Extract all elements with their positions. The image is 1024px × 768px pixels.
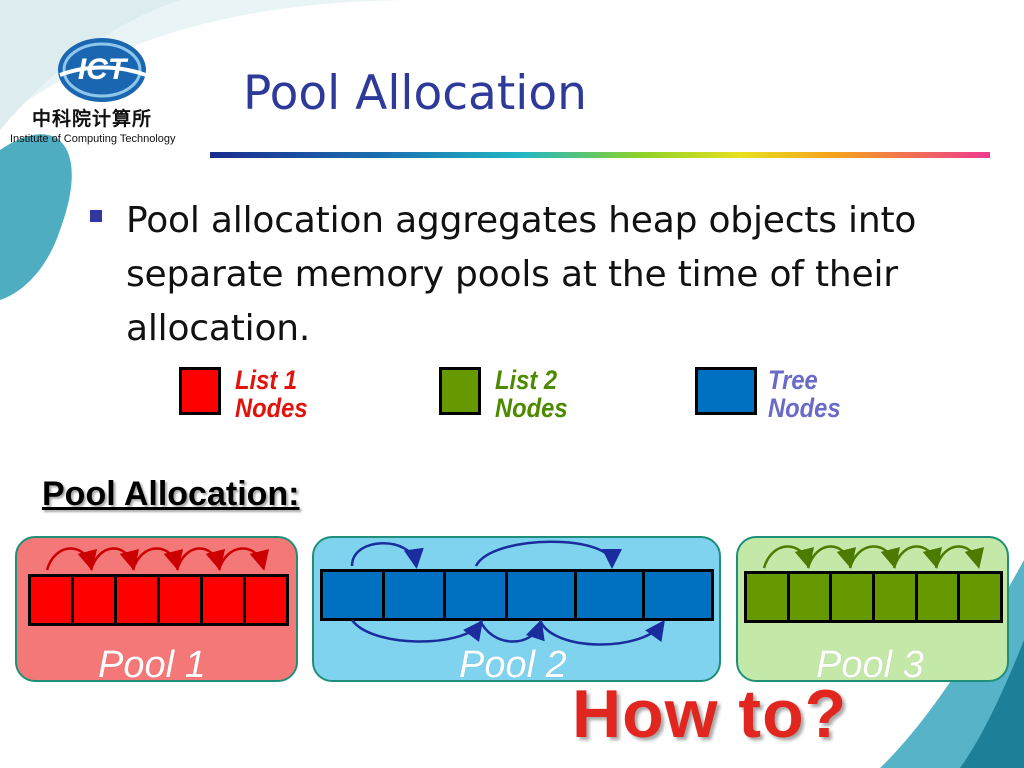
logo-english-name: Institute of Computing Technology — [10, 133, 176, 145]
pool-3-arrows — [762, 545, 985, 569]
pool-cell — [384, 572, 447, 618]
ict-logo-icon: ICT — [58, 38, 147, 102]
pool-2-label: Pool 2 — [459, 644, 567, 686]
pool-cell — [789, 574, 833, 620]
bullet-marker-icon — [90, 210, 102, 222]
pool-cell — [31, 577, 74, 623]
pool-cell — [645, 572, 711, 618]
pool-cell — [246, 577, 286, 623]
pool-cell — [446, 572, 508, 618]
pool-cell — [960, 574, 1001, 620]
pool-cell — [507, 572, 577, 618]
pool-cell — [323, 572, 385, 618]
pool-2-cells — [320, 569, 714, 621]
pool-3-container: Pool 3 — [736, 536, 1009, 686]
pool-cell — [74, 577, 117, 623]
legend-swatch-tree — [695, 367, 757, 415]
logo-badge: ICT — [78, 53, 129, 86]
pool-cell — [832, 574, 876, 620]
logo-chinese-name: 中科院计算所 — [32, 108, 153, 130]
legend-swatch-list2 — [439, 367, 481, 415]
pool-3-label: Pool 3 — [816, 644, 924, 686]
slide-title: Pool Allocation — [243, 66, 587, 121]
legend-swatch-list1 — [179, 367, 221, 415]
pool-cell — [160, 577, 203, 623]
pool-1-cells — [28, 574, 289, 626]
pool-cell — [117, 577, 160, 623]
pool-cell — [875, 574, 918, 620]
pool-cell — [203, 577, 246, 623]
pool-cell — [917, 574, 961, 620]
bullet-text: Pool allocation aggregates heap objects … — [126, 200, 917, 349]
pool-3-cells — [744, 571, 1003, 623]
pool-2-container: Pool 2 — [312, 536, 721, 686]
pool-cell — [576, 572, 646, 618]
pool-1-label: Pool 1 — [98, 644, 206, 686]
section-heading: Pool Allocation: — [42, 475, 300, 513]
pool-1-container: Pool 1 — [15, 536, 298, 686]
pool-cell — [747, 574, 790, 620]
pool-1-arrows — [45, 547, 270, 571]
pool-2-arrows — [350, 540, 665, 646]
how-to-callout: How to? — [572, 676, 848, 752]
title-divider — [210, 152, 990, 158]
